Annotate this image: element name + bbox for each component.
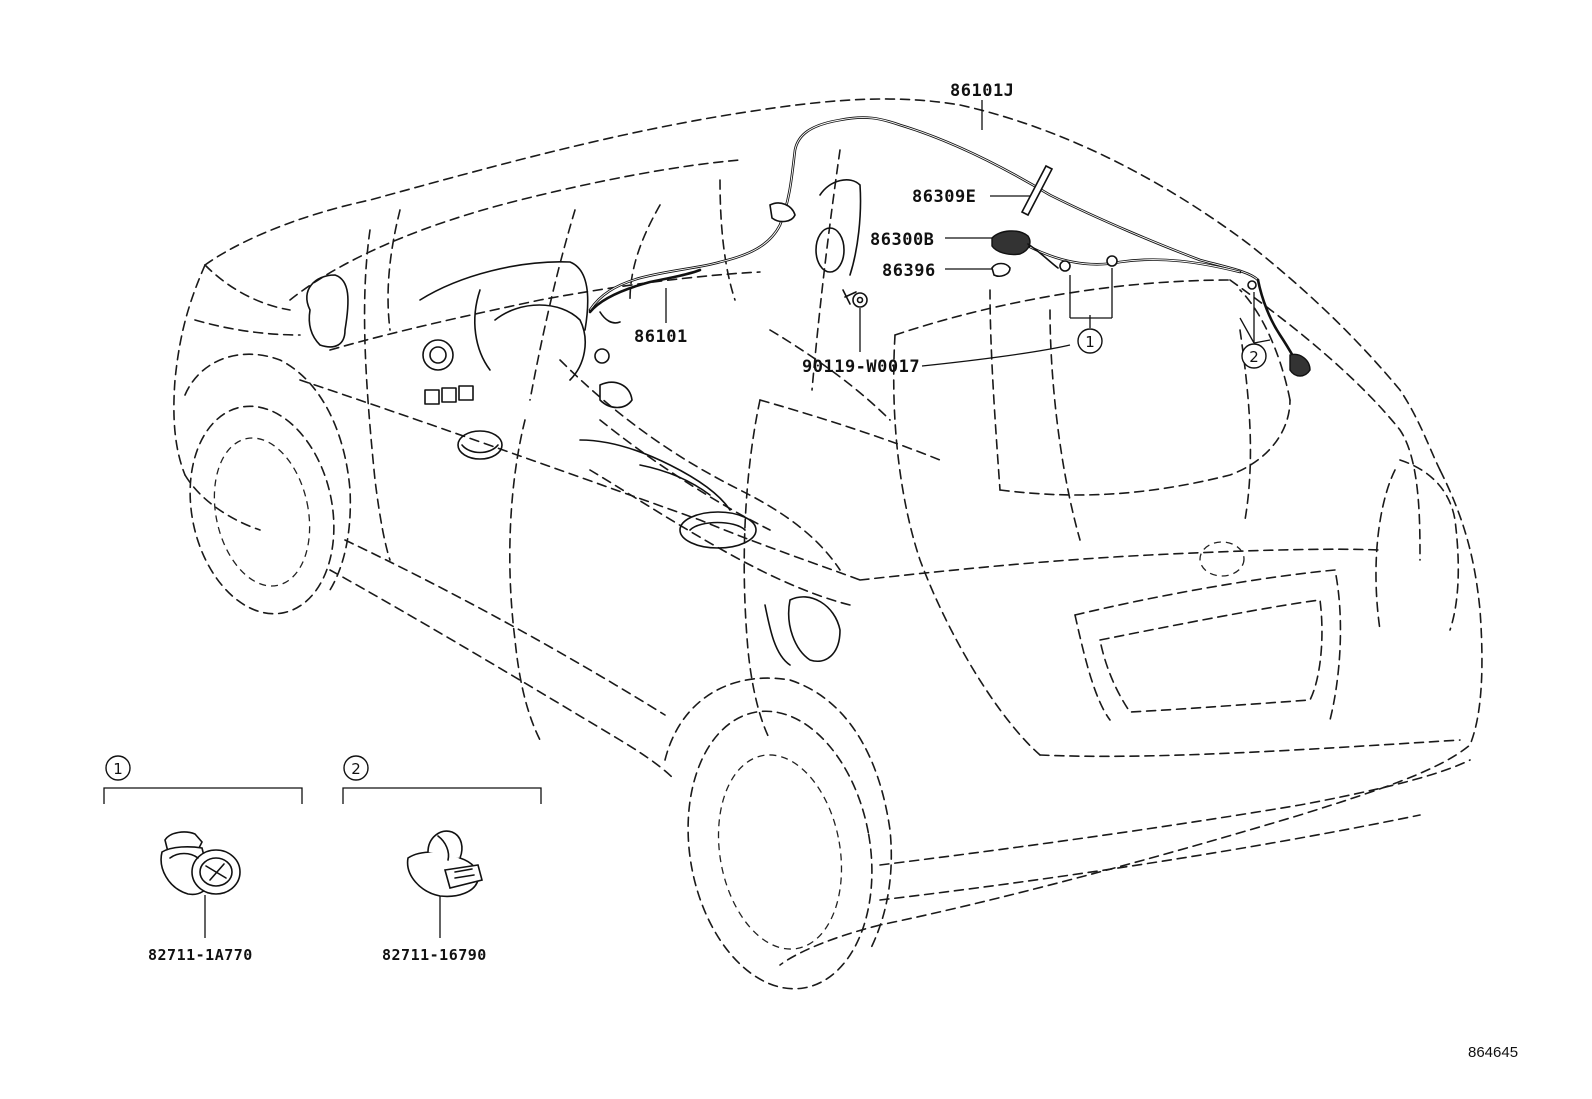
label-86101: 86101 <box>634 327 688 347</box>
leader-lines <box>665 100 1271 367</box>
screw-90119-w0017 <box>842 289 868 308</box>
detail-2-marker: 2 <box>351 760 361 778</box>
label-90119-w0017: 90119-W0017 <box>802 357 920 377</box>
interior-details <box>306 179 862 666</box>
clamp-82711-16790-icon <box>406 830 483 898</box>
callout-1-marker: 1 <box>1077 328 1103 354</box>
antenna-pad-86396 <box>991 262 1011 277</box>
car-body-outline <box>173 98 1483 990</box>
clamp-82711-1a770-icon <box>160 831 241 896</box>
detail-2-part-number: 82711-16790 <box>382 946 487 964</box>
detail-1-group: 1 82711-1A770 <box>103 755 303 964</box>
document-id: 864645 <box>1468 1044 1518 1061</box>
label-86101j: 86101J <box>950 81 1014 101</box>
callout-2-number: 2 <box>1249 348 1259 366</box>
label-86396: 86396 <box>882 261 936 281</box>
antenna-cord-86101j <box>588 116 1311 377</box>
antenna-cord-86101 <box>588 268 702 314</box>
antenna-base-86300b <box>991 230 1059 269</box>
antenna-rod-86309e <box>1020 164 1054 217</box>
label-86300b: 86300B <box>870 230 934 250</box>
detail-2-group: 2 82711-16790 <box>342 755 542 964</box>
detail-1-part-number: 82711-1A770 <box>148 946 253 964</box>
label-86309e: 86309E <box>912 187 976 207</box>
callout-1-number: 1 <box>1085 333 1095 351</box>
detail-1-marker: 1 <box>113 760 123 778</box>
callout-2-marker: 2 <box>1241 343 1267 369</box>
